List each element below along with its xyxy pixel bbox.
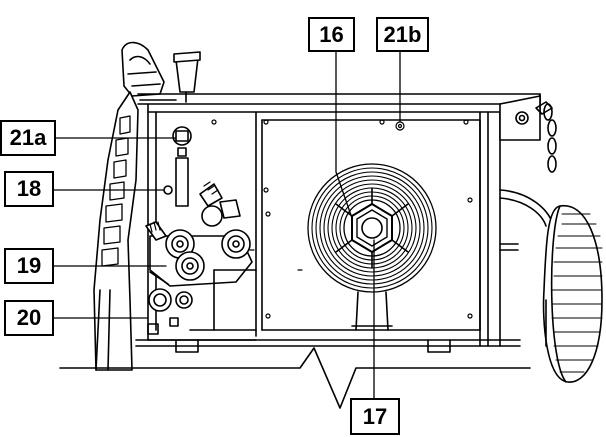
divider-plate xyxy=(189,111,263,337)
top-rail xyxy=(137,93,541,113)
rear-wheel xyxy=(499,189,603,383)
callout-19: 19 xyxy=(4,248,54,284)
callout-21a: 21a xyxy=(0,120,56,156)
callout-16: 16 xyxy=(308,17,355,52)
callout-21b: 21b xyxy=(376,17,429,52)
euro-socket-20 xyxy=(147,288,193,335)
screw-18 xyxy=(163,185,173,195)
callout-21b-label: 21b xyxy=(383,21,422,47)
leader-lines xyxy=(53,43,401,401)
callout-18-label: 18 xyxy=(16,176,42,201)
base-with-break xyxy=(59,299,547,409)
chain-bracket xyxy=(499,95,557,173)
connector-21a xyxy=(172,126,192,207)
callout-20-label: 20 xyxy=(16,305,42,330)
wire-drive-assembly xyxy=(145,181,253,287)
callout-17: 17 xyxy=(350,398,400,435)
callout-19-label: 19 xyxy=(16,253,42,278)
callout-17-label: 17 xyxy=(362,403,388,429)
callout-16-label: 16 xyxy=(319,21,344,47)
callout-20: 20 xyxy=(4,300,54,336)
top-handle xyxy=(121,41,165,97)
left-side-panel xyxy=(93,91,139,371)
wire-spool xyxy=(307,163,437,331)
callout-21a-label: 21a xyxy=(9,125,47,150)
callout-18: 18 xyxy=(4,171,54,207)
panel-screws xyxy=(211,119,473,319)
top-gas-connector xyxy=(173,51,201,103)
vent-slots xyxy=(101,115,131,267)
